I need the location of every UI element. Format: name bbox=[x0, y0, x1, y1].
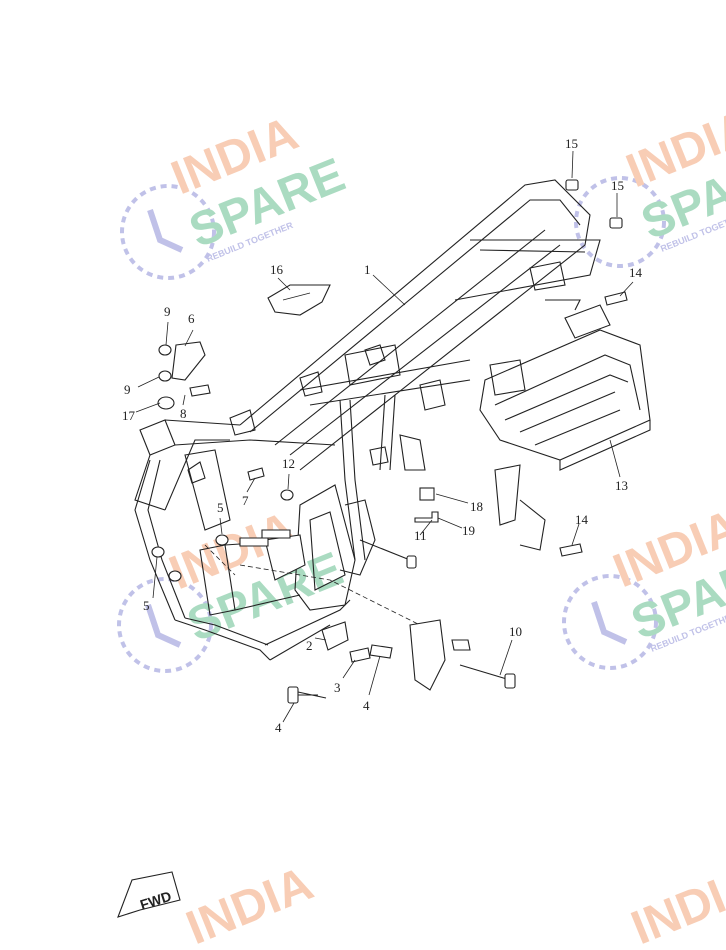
callout-9: 9 bbox=[164, 304, 171, 319]
watermark-india-text: INDIA bbox=[624, 857, 726, 950]
leader-lines bbox=[135, 150, 634, 723]
callout-6: 6 bbox=[188, 311, 195, 326]
callout-8: 8 bbox=[180, 406, 187, 421]
assembly-guide-lines bbox=[204, 544, 421, 626]
callout-9b: 9 bbox=[124, 382, 131, 397]
callout-7: 7 bbox=[242, 493, 249, 508]
callout-5b: 5 bbox=[143, 598, 150, 613]
callout-4: 4 bbox=[275, 720, 282, 735]
callout-14b: 14 bbox=[575, 512, 589, 527]
part-16-cover bbox=[267, 284, 331, 316]
callout-3: 3 bbox=[334, 680, 341, 695]
callout-5: 5 bbox=[217, 500, 224, 515]
main-frame bbox=[134, 179, 601, 661]
callout-labels: 1 2 3 4 4 5 5 6 7 8 9 9 10 11 12 13 14 1… bbox=[122, 136, 643, 735]
callout-19: 19 bbox=[462, 523, 475, 538]
watermark-mid-left: INDIA SPARE bbox=[117, 502, 350, 673]
callout-12: 12 bbox=[282, 456, 295, 471]
callout-15b: 15 bbox=[611, 178, 624, 193]
watermark-mid-right: INDIA SPARE REBUILD TOGETHER bbox=[562, 500, 726, 670]
watermark-top-left: INDIA SPARE REBUILD TOGETHER bbox=[120, 107, 352, 280]
part-13-rear-carrier bbox=[479, 304, 651, 551]
callout-11: 11 bbox=[414, 528, 427, 543]
callout-2: 2 bbox=[306, 638, 313, 653]
callout-10: 10 bbox=[509, 624, 522, 639]
callout-16: 16 bbox=[270, 262, 284, 277]
fasteners bbox=[151, 179, 628, 704]
callout-17: 17 bbox=[122, 408, 136, 423]
callout-13: 13 bbox=[615, 478, 628, 493]
watermark-top-right: INDIA SPARE REBUILD TOGETHER bbox=[574, 100, 726, 268]
callout-14: 14 bbox=[629, 265, 643, 280]
watermark-bottom: INDIA INDIA bbox=[179, 857, 726, 950]
callout-18: 18 bbox=[470, 499, 483, 514]
callout-1: 1 bbox=[364, 262, 371, 277]
forward-direction-arrow: FWD bbox=[117, 871, 181, 918]
callout-4b: 4 bbox=[363, 698, 370, 713]
callout-15: 15 bbox=[565, 136, 578, 151]
watermark-india-text: INDIA bbox=[179, 857, 320, 950]
